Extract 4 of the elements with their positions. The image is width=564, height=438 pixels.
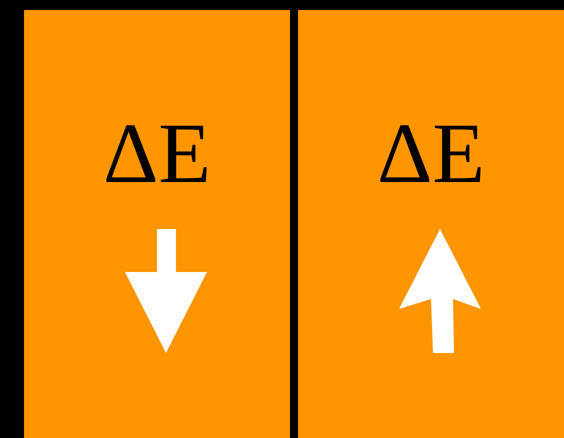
panel: [24, 10, 290, 438]
energy-symbol: ΔE: [103, 110, 211, 196]
energy-symbol: ΔE: [377, 110, 485, 196]
panel: [298, 10, 564, 438]
